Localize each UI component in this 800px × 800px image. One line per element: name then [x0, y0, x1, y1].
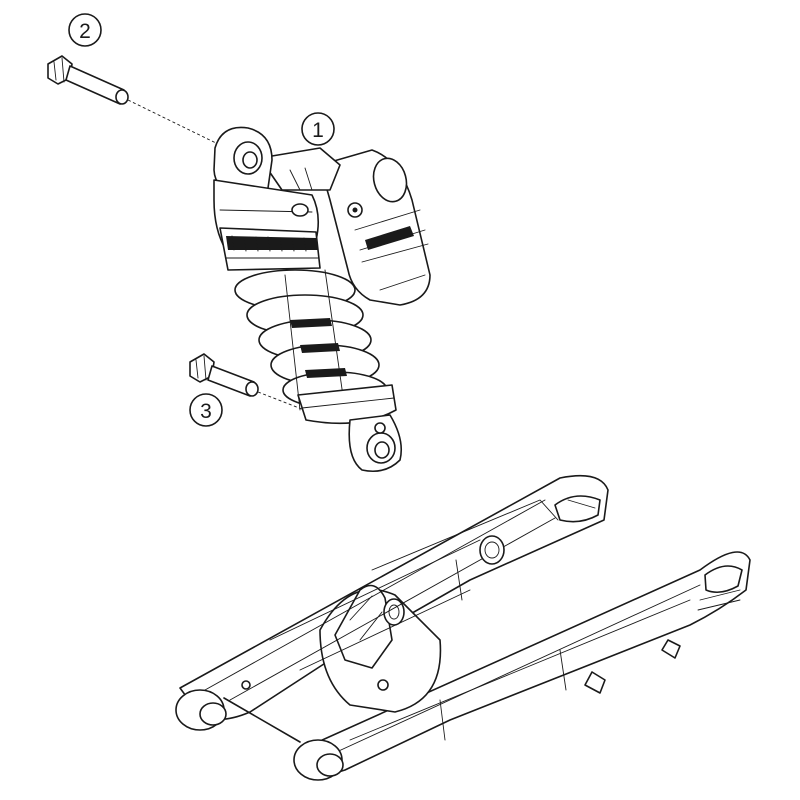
shock-absorber[interactable] [213, 126, 431, 473]
lower-bolt-leader [257, 391, 331, 421]
callout-2-label: 2 [79, 20, 91, 43]
upper-bolt-leader [127, 99, 221, 146]
lower-mounting-bolt[interactable] [189, 353, 259, 397]
callout-2: 2 [68, 13, 102, 47]
callout-1: 1 [301, 112, 335, 146]
upper-mounting-bolt[interactable] [47, 55, 129, 105]
callout-1-label: 1 [312, 119, 324, 142]
callout-3: 3 [189, 393, 223, 427]
swingarm[interactable] [175, 474, 751, 781]
callout-3-label: 3 [200, 400, 212, 423]
